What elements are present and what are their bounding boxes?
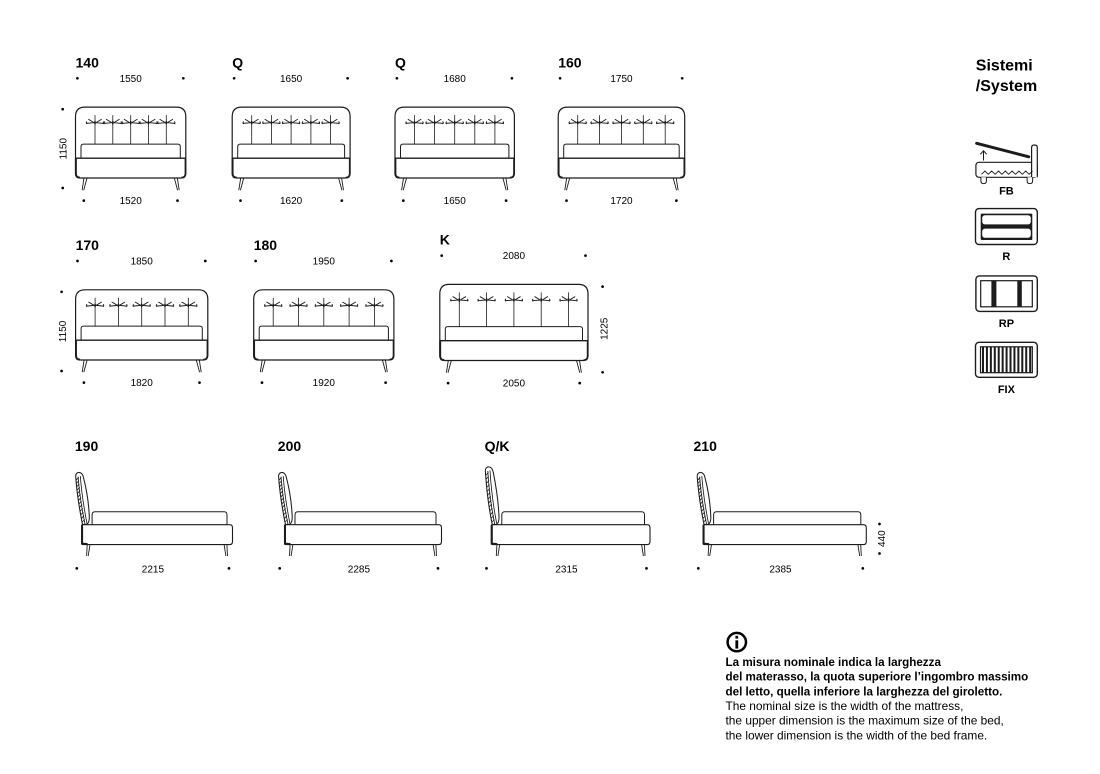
svg-text:del materasso, la quota superi: del materasso, la quota superiore l’ingo… [726, 671, 1029, 684]
svg-text:the upper dimension is the max: the upper dimension is the maximum size … [726, 714, 1004, 728]
svg-text:190: 190 [75, 438, 99, 454]
svg-text:1650: 1650 [280, 74, 303, 85]
svg-text:1720: 1720 [610, 196, 633, 207]
svg-text:del letto, quella inferiore la: del letto, quella inferiore la larghezza… [726, 685, 1003, 698]
svg-text:1550: 1550 [120, 74, 143, 85]
svg-text:1680: 1680 [444, 74, 467, 85]
svg-text:1150: 1150 [59, 138, 70, 160]
svg-text:2050: 2050 [503, 379, 526, 390]
svg-text:R: R [1002, 251, 1010, 263]
svg-text:RP: RP [999, 318, 1014, 330]
svg-text:1850: 1850 [131, 257, 154, 268]
svg-text:2385: 2385 [769, 565, 792, 576]
svg-text:1150: 1150 [58, 320, 69, 342]
svg-text:1950: 1950 [313, 257, 336, 268]
svg-text:Sistemi: Sistemi [976, 58, 1033, 75]
svg-text:1225: 1225 [600, 317, 611, 340]
svg-text:The nominal size is the width: The nominal size is the width of the mat… [726, 699, 964, 713]
svg-text:200: 200 [278, 438, 302, 454]
svg-text:1920: 1920 [313, 378, 336, 389]
svg-text:K: K [440, 232, 450, 248]
svg-text:FIX: FIX [998, 384, 1016, 396]
svg-text:2080: 2080 [503, 251, 526, 262]
svg-text:2315: 2315 [555, 565, 578, 576]
svg-text:Q: Q [395, 54, 406, 70]
svg-text:210: 210 [694, 438, 718, 454]
svg-text:2215: 2215 [142, 565, 165, 576]
svg-text:2285: 2285 [348, 565, 371, 576]
svg-text:180: 180 [254, 237, 278, 253]
svg-text:Q: Q [232, 54, 243, 70]
svg-text:La misura nominale indica la l: La misura nominale indica la larghezza [726, 656, 942, 669]
svg-text:/System: /System [976, 78, 1037, 95]
svg-text:160: 160 [558, 54, 582, 70]
svg-text:Q/K: Q/K [485, 438, 510, 454]
svg-text:the lower dimension is the wid: the lower dimension is the width of the … [726, 728, 988, 742]
svg-text:1650: 1650 [444, 196, 467, 207]
svg-text:1520: 1520 [120, 196, 143, 207]
svg-text:1620: 1620 [280, 196, 303, 207]
svg-text:440: 440 [877, 530, 888, 547]
svg-text:1820: 1820 [131, 378, 154, 389]
svg-text:FB: FB [999, 185, 1014, 197]
svg-text:1750: 1750 [610, 74, 633, 85]
svg-text:140: 140 [76, 54, 100, 70]
svg-text:170: 170 [76, 237, 100, 253]
